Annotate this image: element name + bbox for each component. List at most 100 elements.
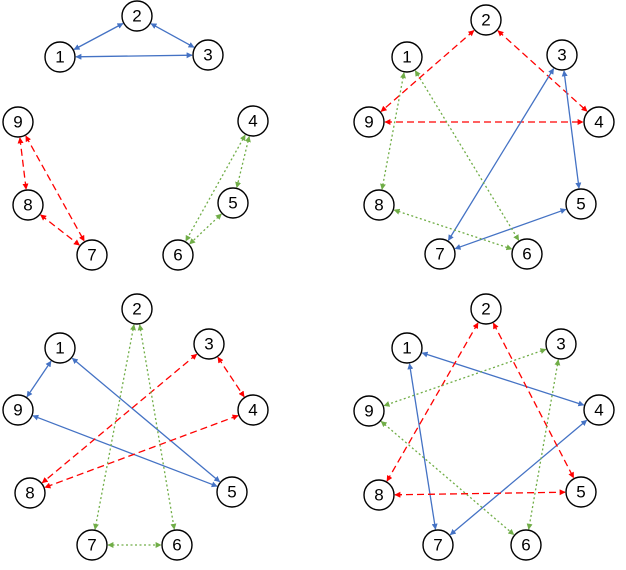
edge-1-2-solid [73, 22, 124, 51]
node-7: 7 [76, 239, 108, 271]
node-circle [545, 328, 577, 360]
node-label: 8 [374, 196, 383, 215]
node-label: 7 [87, 246, 96, 265]
node-7: 7 [422, 529, 454, 561]
edge-3-7-solid [447, 68, 555, 241]
node-circle [546, 39, 578, 71]
node-5: 5 [565, 476, 597, 508]
node-4: 4 [583, 106, 615, 138]
node-label: 5 [576, 483, 585, 502]
edge-9-7-dashed [25, 135, 85, 242]
node-circle [470, 4, 502, 36]
node-label: 4 [248, 401, 257, 420]
node-circle [216, 476, 248, 508]
edge-1-8-dotted [380, 72, 406, 190]
node-circle [44, 41, 76, 73]
node-circle [565, 476, 597, 508]
node-label: 5 [228, 194, 237, 213]
node-label: 3 [203, 46, 212, 65]
node-label: 8 [25, 484, 34, 503]
node-label: 9 [13, 113, 22, 132]
edge-2-4-dashed [497, 30, 588, 112]
edge-3-9-dotted [383, 348, 547, 407]
node-3: 3 [546, 39, 578, 71]
node-circle [14, 477, 46, 509]
edge-8-6-dotted [393, 208, 513, 251]
node-circle [44, 332, 76, 364]
edge-3-8-dashed [41, 353, 198, 484]
node-7: 7 [424, 238, 456, 270]
edge-3-4-dashed [217, 356, 245, 398]
edge-9-6-dotted [380, 420, 515, 536]
node-8: 8 [363, 189, 395, 221]
node-circle [391, 332, 423, 364]
node-9: 9 [2, 106, 34, 138]
edge-3-5-solid [561, 70, 582, 189]
node-label: 3 [556, 335, 565, 354]
node-label: 1 [402, 48, 411, 67]
node-4: 4 [583, 394, 615, 426]
edges-top-left [17, 22, 251, 246]
node-2: 2 [470, 4, 502, 36]
node-circle [583, 394, 615, 426]
edge-2-3-solid [150, 23, 195, 48]
node-9: 9 [2, 394, 34, 426]
node-circle [363, 479, 395, 511]
node-label: 9 [13, 401, 22, 420]
node-7: 7 [76, 529, 108, 561]
edge-1-5-solid [71, 357, 221, 483]
node-3: 3 [545, 328, 577, 360]
node-label: 2 [132, 300, 141, 319]
edge-8-5-dashed [394, 489, 566, 498]
edges-bottom-left [26, 324, 245, 548]
node-1: 1 [44, 332, 76, 364]
node-label: 7 [433, 536, 442, 555]
edge-9-8-dashed [17, 137, 29, 190]
node-label: 2 [481, 300, 490, 319]
edge-2-6-dotted [137, 324, 177, 530]
node-circle [12, 189, 44, 221]
node-label: 2 [481, 11, 490, 30]
node-2: 2 [121, 0, 153, 32]
node-9: 9 [353, 395, 385, 427]
node-label: 6 [522, 245, 531, 264]
node-circle [511, 238, 543, 270]
edge-4-5-dotted [235, 135, 251, 189]
node-circle [510, 529, 542, 561]
node-circle [2, 106, 34, 138]
node-2: 2 [470, 293, 502, 325]
node-circle [424, 238, 456, 270]
node-circle [353, 395, 385, 427]
node-circle [470, 293, 502, 325]
edge-1-9-solid [26, 360, 52, 398]
node-label: 4 [594, 113, 603, 132]
edges-bottom-right [380, 322, 588, 536]
node-circle [162, 239, 194, 271]
node-circle [217, 187, 249, 219]
node-circle [192, 39, 224, 71]
node-label: 6 [172, 536, 181, 555]
nodes-top-right: 1 2 3 4 5 6 7 8 9 [353, 4, 615, 270]
node-6: 6 [161, 529, 193, 561]
edge-7-5-solid [454, 208, 567, 250]
edges-layer [17, 22, 588, 548]
edge-9-5-solid [32, 414, 218, 488]
node-8: 8 [12, 189, 44, 221]
node-circle [193, 328, 225, 360]
node-6: 6 [162, 239, 194, 271]
node-circle [237, 105, 269, 137]
node-circle [161, 529, 193, 561]
node-circle [2, 394, 34, 426]
edge-5-6-dotted [189, 213, 222, 245]
node-circle [565, 188, 597, 220]
node-3: 3 [193, 328, 225, 360]
node-6: 6 [511, 238, 543, 270]
node-8: 8 [14, 477, 46, 509]
node-5: 5 [565, 188, 597, 220]
node-9: 9 [353, 106, 385, 138]
node-circle [76, 529, 108, 561]
edge-2-9-dashed [380, 30, 475, 112]
